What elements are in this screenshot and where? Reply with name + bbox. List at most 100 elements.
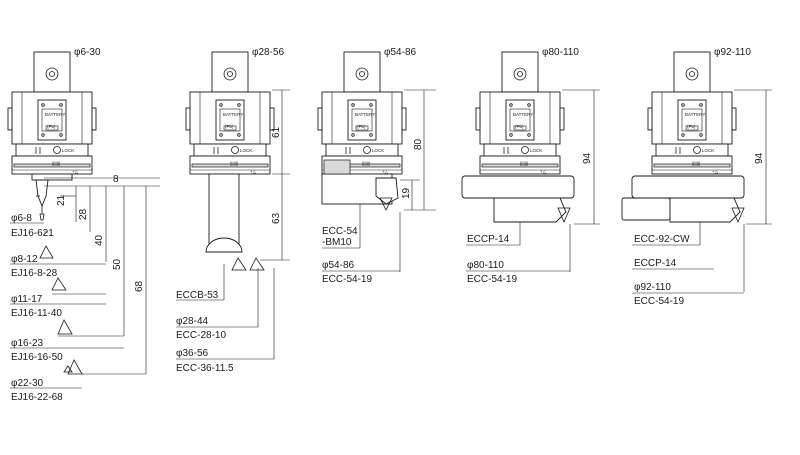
tool2-dimensions: 61 63 [260, 89, 290, 261]
tool3-label-2: -BM10 [322, 237, 352, 248]
tool1-code-4: EJ16-16-50 [11, 352, 63, 363]
tool1-dim-28: 28 [78, 208, 89, 220]
tool1-dim-40: 40 [94, 234, 105, 246]
battery-badge: (Pb) [515, 124, 524, 129]
tool1-range-5: φ22-30 [11, 378, 43, 389]
tool3-label-1: ECC-54 [322, 226, 358, 237]
tool1-diameter: φ6-30 [74, 47, 101, 58]
tool5-counterweight [621, 197, 671, 221]
tool2-insert-b [249, 257, 265, 271]
tool1-code-3: EJ16-11-40 [11, 308, 62, 319]
tool4-crossbar [461, 175, 575, 199]
tool1-insert-5 [67, 359, 83, 375]
tool1-code-5: EJ16-22-68 [11, 392, 63, 403]
tool5-dimensions: 94 [734, 89, 772, 292]
battery-badge: (Pb) [357, 124, 366, 129]
tool5-label-4: ECC-54-19 [634, 296, 684, 307]
battery-badge: (Pb) [47, 124, 56, 129]
tool3-dim-80: 80 [413, 138, 424, 150]
direction-marker: +△ [250, 169, 257, 174]
tool2-label-1: ECCB-53 [176, 290, 219, 301]
lock-label: LOCK [62, 148, 74, 153]
scale-marks: ||||||| [520, 161, 528, 166]
tool1-insert-3 [51, 277, 67, 291]
tool2-insert [231, 257, 247, 271]
tool3-clamp [323, 159, 351, 175]
scale-marks: ||||||| [230, 161, 238, 166]
lock-label: LOCK [240, 148, 252, 153]
battery-label: BATTERY [45, 112, 65, 117]
tool1-insert-4 [57, 319, 73, 335]
battery-label: BATTERY [223, 112, 243, 117]
tool3-label-3: φ54-86 [322, 260, 354, 271]
tool4-labels: ECCP-14 φ80-110 ECC-54-19 [466, 222, 570, 285]
tool3-insert-holder [375, 177, 399, 205]
tool1-range-2: φ8-12 [11, 254, 38, 265]
tool2-cutter-head [205, 237, 243, 253]
tool3-labels: ECC-54 -BM10 φ54-86 ECC-54-19 [322, 204, 400, 285]
tool5-label-1: ECC-92-CW [634, 234, 690, 245]
tool1-dim-8: 8 [113, 174, 119, 185]
tool2-label-2: φ28-44 [176, 316, 208, 327]
tool1-dim-50: 50 [112, 258, 123, 270]
lock-label: LOCK [372, 148, 384, 153]
tool2-label-3: ECC-28-10 [176, 330, 226, 341]
tool4-holder [493, 197, 567, 223]
tool4-label-2: φ80-110 [467, 260, 504, 271]
tool1-code-1: EJ16-621 [11, 228, 54, 239]
tool1-dim-68: 68 [134, 280, 145, 292]
tool2-diameter: φ28-56 [252, 47, 284, 58]
tool1-dimensions: 8 21 28 40 50 68 [44, 174, 160, 374]
tool5-holder [669, 197, 741, 223]
boring-head-4: BATTERY (Pb) LOCK ||||||| +△ [475, 51, 565, 175]
tool2-dim-63: 63 [271, 212, 282, 224]
tool4-dimensions: 94 [562, 89, 600, 272]
tool2-labels: ECCB-53 φ28-44 ECC-28-10 φ36-56 ECC-36-1… [176, 264, 275, 374]
tool1-range-list: φ6-8 EJ16-621 φ8-12 EJ16-8-28 φ11-17 EJ1… [10, 213, 146, 403]
direction-marker: +△ [540, 169, 547, 174]
scale-marks: ||||||| [362, 161, 370, 166]
lock-label: LOCK [702, 148, 714, 153]
battery-label: BATTERY [685, 112, 705, 117]
battery-label: BATTERY [513, 112, 533, 117]
tool2-label-5: ECC-36-11.5 [176, 363, 234, 374]
tool3-diameter: φ54-86 [384, 47, 416, 58]
tool1-insert-2 [39, 245, 54, 259]
tool5-insert [731, 207, 745, 224]
tool5-labels: ECC-92-CW ECCP-14 φ92-110 ECC-54-19 [632, 222, 744, 307]
tool5-label-3: φ92-110 [634, 282, 671, 293]
tool3-dim-19: 19 [401, 187, 412, 199]
tool1-range-1: φ6-8 [11, 213, 32, 224]
direction-marker: +△ [712, 169, 719, 174]
lock-label: LOCK [530, 148, 542, 153]
tool5-label-2: ECCP-14 [634, 258, 677, 269]
tool4-label-3: ECC-54-19 [467, 274, 517, 285]
boring-head-5: BATTERY (Pb) LOCK ||||||| +△ [647, 51, 737, 175]
boring-head-1: BATTERY (Pb) LOCK ||||||| +△ [7, 51, 97, 181]
tool1-shank [35, 179, 49, 208]
tool4-dim-94: 94 [582, 152, 593, 164]
tool5-diameter: φ92-110 [714, 47, 751, 58]
tool2-dim-61: 61 [271, 126, 282, 138]
boring-head-2: BATTERY (Pb) LOCK ||||||| +△ [185, 51, 275, 175]
tool3-insert [379, 197, 393, 211]
battery-label: BATTERY [355, 112, 375, 117]
battery-badge: (Pb) [687, 124, 696, 129]
tool4-insert [557, 207, 571, 224]
tool1-range-4: φ16-23 [11, 338, 43, 349]
tool1-insert-5-inner [63, 365, 73, 373]
boring-head-3: BATTERY (Pb) LOCK ||||||| +△ [317, 51, 407, 175]
tool1-range-3: φ11-17 [11, 294, 43, 305]
tool2-label-4: φ36-56 [176, 348, 208, 359]
tool3-dimensions: 80 19 [399, 89, 436, 272]
battery-badge: (Pb) [225, 124, 234, 129]
scale-marks: ||||||| [692, 161, 700, 166]
tool4-diameter: φ80-110 [542, 47, 579, 58]
scale-marks: ||||||| [52, 161, 60, 166]
tool1-code-2: EJ16-8-28 [11, 268, 58, 279]
direction-marker: +△ [382, 169, 389, 174]
tool1-dim-21: 21 [56, 194, 67, 206]
tool3-label-4: ECC-54-19 [322, 274, 372, 285]
